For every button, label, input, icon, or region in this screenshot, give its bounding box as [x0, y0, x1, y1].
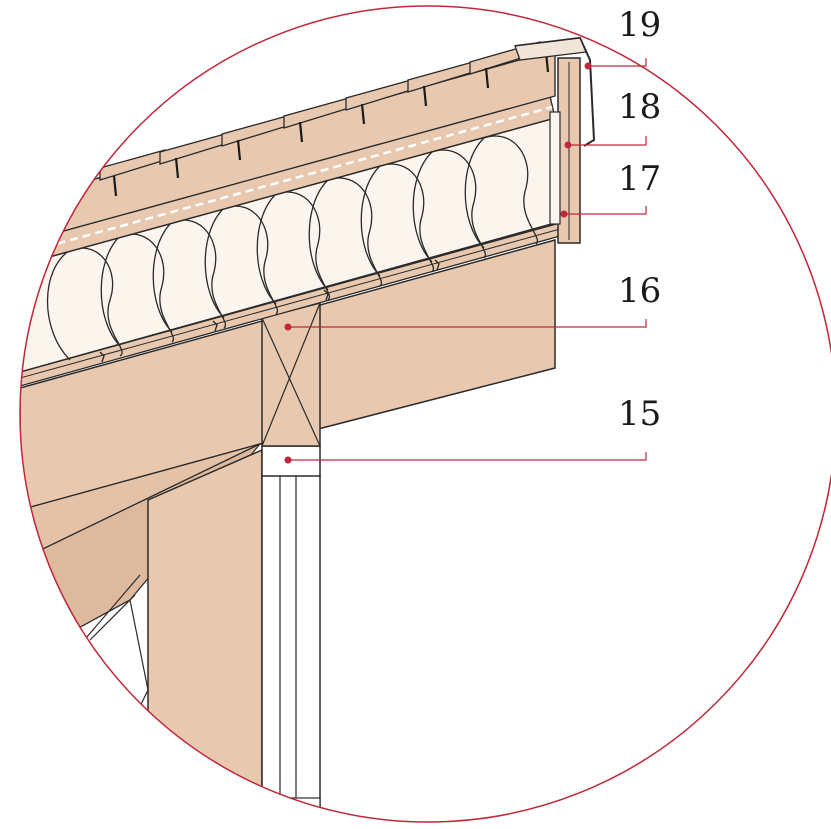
ridge-cap — [514, 37, 587, 61]
callout-leaders — [288, 58, 647, 461]
lining-clips — [99, 259, 440, 363]
window-frame — [261, 474, 321, 822]
insulation-batts — [46, 135, 539, 361]
callout-label-15: 15 — [618, 394, 661, 434]
window-sill — [279, 797, 321, 822]
membrane-dashed — [20, 105, 553, 256]
tile-screws — [112, 51, 550, 197]
callout-label-19: 19 — [618, 5, 661, 45]
callout-label-17: 17 — [618, 159, 661, 199]
diagram-content — [20, 36, 596, 822]
wall-post — [147, 448, 263, 822]
roof-tiles — [99, 41, 541, 181]
fascia-inner — [549, 111, 561, 225]
rafter-cross-1 — [261, 317, 321, 447]
callout-label-16: 16 — [618, 271, 661, 311]
vapour-barrier — [20, 228, 561, 379]
left-hatch-2 — [89, 594, 136, 641]
callout-dots — [284, 62, 592, 464]
detail-circle — [19, 5, 831, 823]
callout-label-18: 18 — [618, 87, 661, 127]
